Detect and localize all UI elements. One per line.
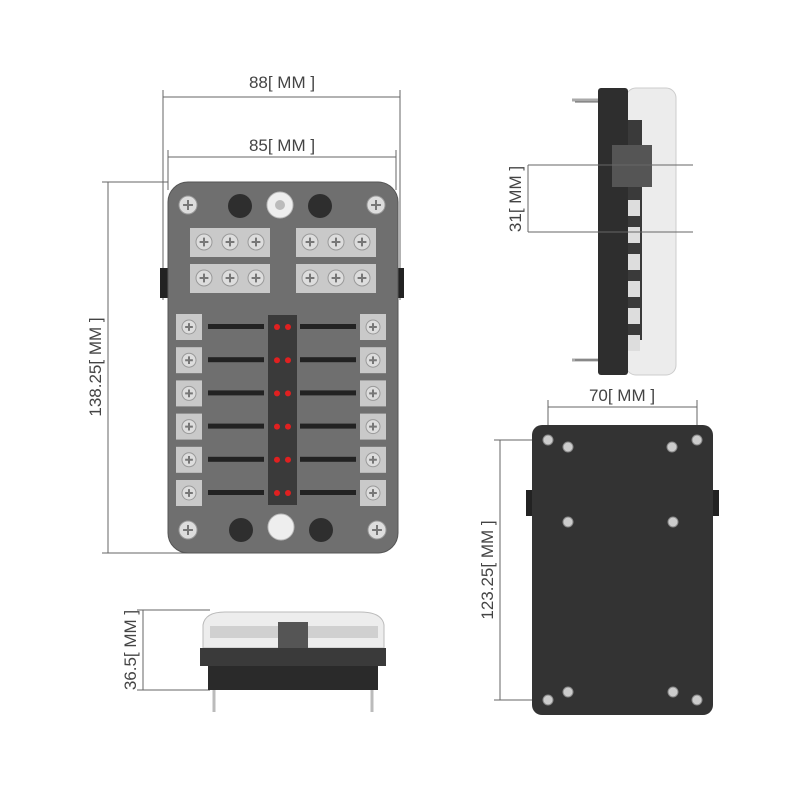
fuse-slot <box>300 423 356 429</box>
terminal-screw <box>628 254 640 270</box>
screw-icon <box>366 195 386 215</box>
mounting-screw-icon <box>667 686 679 698</box>
led-indicator <box>274 390 280 397</box>
screw-icon <box>365 385 381 401</box>
led-indicator <box>285 490 291 496</box>
dim-36-5mm: 36.5[ MM ] <box>121 610 140 690</box>
screw-icon <box>181 485 197 501</box>
terminal-screw <box>628 281 640 297</box>
led-indicator <box>285 390 291 397</box>
screw-icon <box>181 385 197 401</box>
mounting-screw-icon <box>562 441 574 453</box>
dim-123-25mm: 123.25[ MM ] <box>478 520 497 619</box>
screw-icon <box>178 195 198 215</box>
fuse-slot <box>208 423 264 429</box>
led-indicator <box>274 423 280 430</box>
screw-icon <box>365 352 381 368</box>
screw-icon <box>178 520 198 540</box>
screw-icon <box>367 520 387 540</box>
screw-icon <box>353 269 371 287</box>
led-indicator <box>274 357 280 364</box>
screw-icon <box>365 485 381 501</box>
screw-icon <box>195 233 213 251</box>
terminal-screw <box>628 308 640 324</box>
terminal-screw <box>628 227 640 243</box>
led-indicator <box>274 324 280 330</box>
screw-icon <box>301 269 319 287</box>
led-indicator <box>285 423 291 430</box>
mounting-screw-icon <box>542 434 554 446</box>
mounting-screw-icon <box>666 441 678 453</box>
fuse-slot <box>208 490 264 495</box>
screw-icon <box>247 269 265 287</box>
screw-icon <box>247 233 265 251</box>
screw-icon <box>365 452 381 468</box>
mounting-screw-icon <box>691 694 703 706</box>
fuse-slot <box>300 357 356 363</box>
fuse-slot <box>208 456 264 462</box>
fuse-slot <box>300 490 356 495</box>
screw-icon <box>195 269 213 287</box>
fuse-slot <box>300 390 356 396</box>
side-view: 31[ MM ] <box>506 87 693 376</box>
screw-icon <box>365 419 381 435</box>
fuse-slot <box>300 456 356 462</box>
fuse-slot <box>208 357 264 363</box>
top-view: 88[ MM ] 85[ MM ] 138.25[ MM ] <box>86 73 404 554</box>
terminal-screw <box>628 335 640 351</box>
dim-70mm: 70[ MM ] <box>589 386 655 405</box>
led-indicator <box>274 456 280 463</box>
front-view: 36.5[ MM ] <box>121 609 386 712</box>
mounting-screw-icon <box>667 516 679 528</box>
screw-icon <box>353 233 371 251</box>
dim-31mm: 31[ MM ] <box>506 166 525 232</box>
led-indicator <box>285 324 291 330</box>
back-plate <box>532 425 713 715</box>
screw-icon <box>365 319 381 335</box>
negative-terminal-icon <box>228 194 252 218</box>
mounting-screw-icon <box>562 516 574 528</box>
mounting-screw-icon <box>562 686 574 698</box>
fuse-slot <box>208 324 264 329</box>
dim-85mm: 85[ MM ] <box>249 136 315 155</box>
terminal-screw <box>628 200 640 216</box>
dim-138-25mm: 138.25[ MM ] <box>86 317 105 416</box>
negative-terminal-icon <box>308 194 332 218</box>
screw-icon <box>327 269 345 287</box>
screw-icon <box>327 233 345 251</box>
screw-icon <box>181 319 197 335</box>
led-indicator <box>285 357 291 364</box>
mounting-screw-icon <box>691 434 703 446</box>
led-indicator <box>285 456 291 463</box>
back-view: 70[ MM ] 123.25[ MM ] <box>478 386 719 715</box>
mounting-screw-icon <box>542 694 554 706</box>
screw-icon <box>301 233 319 251</box>
screw-icon <box>181 419 197 435</box>
screw-icon <box>181 452 197 468</box>
fuse-slot <box>208 390 264 396</box>
screw-icon <box>221 233 239 251</box>
screw-icon <box>181 352 197 368</box>
dim-88mm: 88[ MM ] <box>249 73 315 92</box>
screw-icon <box>221 269 239 287</box>
led-strip <box>268 315 297 505</box>
led-indicator <box>274 490 280 496</box>
fuse-slot <box>300 324 356 329</box>
